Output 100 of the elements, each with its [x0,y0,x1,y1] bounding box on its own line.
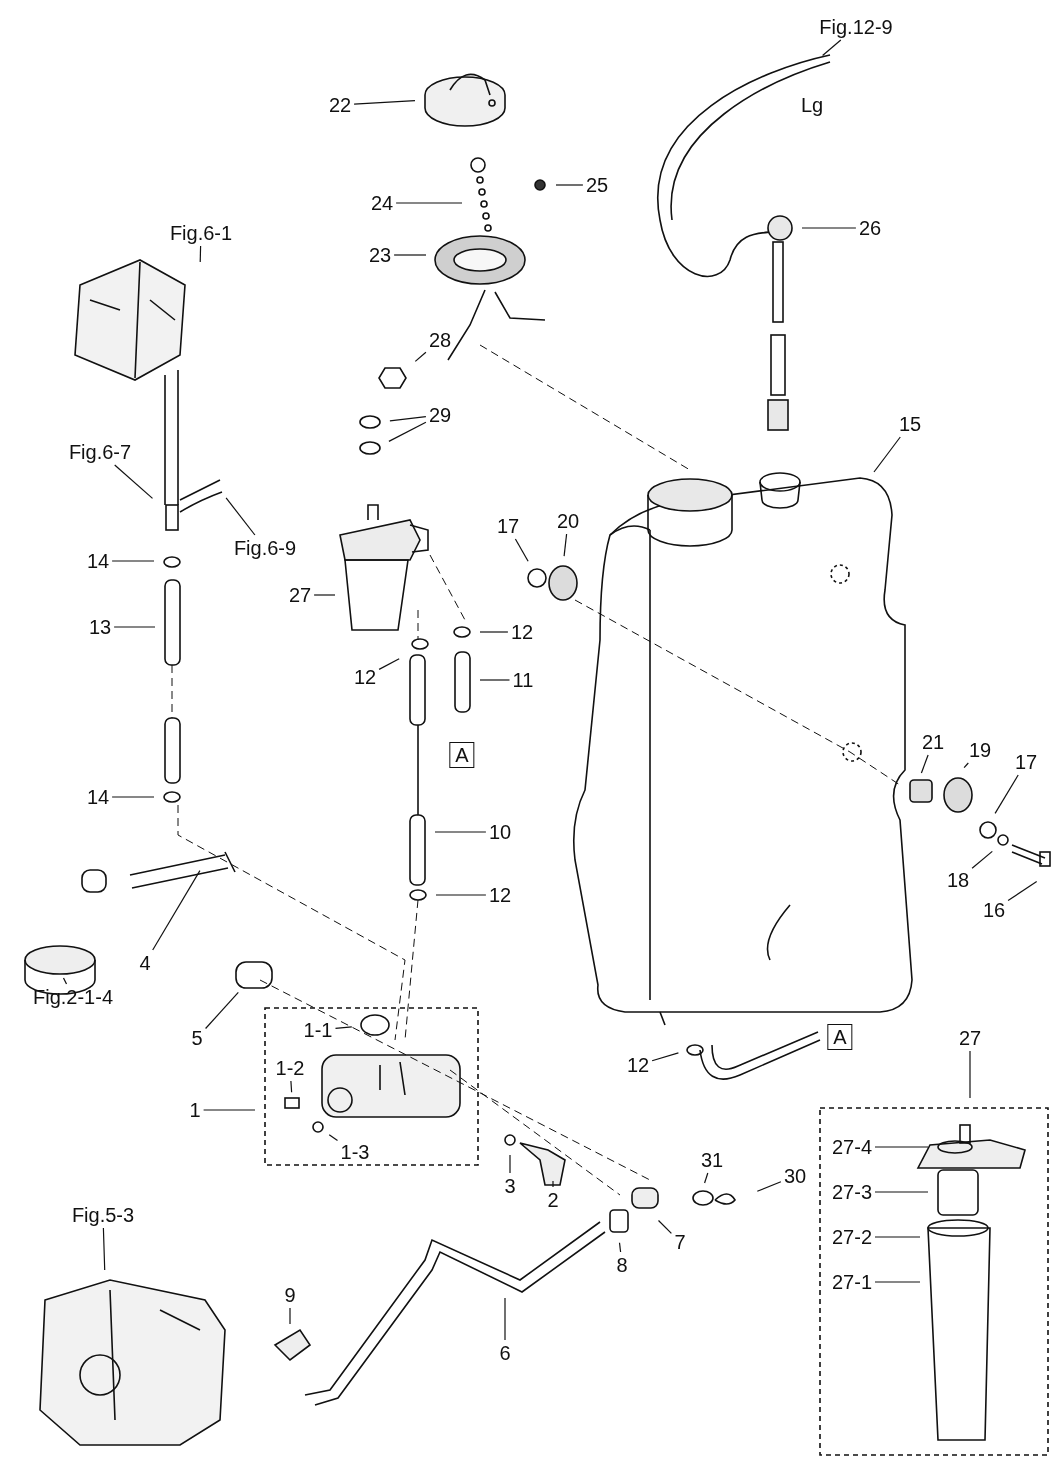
leader-line [704,1172,709,1184]
leader-line [393,254,427,256]
figure-reference: Fig.6-9 [232,537,298,559]
leader-line [414,351,427,362]
callout-number: 9 [283,1284,297,1306]
leader-line [874,1146,929,1148]
leader-line [290,1080,293,1093]
reference-tag: A [449,742,475,768]
leader-line [657,1219,672,1234]
leader-line [618,1242,622,1253]
leader-line [555,184,584,186]
callout-number: 12 [487,884,513,906]
leader-line [801,227,857,229]
leader-line [874,1281,921,1283]
leader-line [552,1180,554,1188]
leader-line [822,39,842,57]
leader-line [199,245,202,263]
leader-line [378,658,400,670]
figure-reference: Fig.6-1 [168,222,234,244]
callout-number: 28 [427,329,453,351]
leader-line [504,1297,506,1341]
leader-line [113,626,156,628]
leader-line [874,1236,921,1238]
leader-line [963,762,969,769]
callout-number: 27-4 [831,1136,873,1158]
callout-number: 16 [981,899,1007,921]
leader-line [435,894,487,896]
callout-number: 12 [352,666,378,688]
leader-line [971,850,993,869]
wire-color-code: Lg [799,94,825,116]
callout-number: 19 [967,739,993,761]
leader-line [514,538,529,562]
leader-line [1007,880,1038,902]
callout-number: 14 [85,550,111,572]
callout-number: 13 [87,616,113,638]
leader-line [205,991,239,1030]
callout-number: 18 [945,869,971,891]
leader-line [111,560,155,562]
figure-reference: Fig.6-7 [67,441,133,463]
callout-number: 1-2 [274,1057,306,1079]
leader-line [62,977,68,985]
callout-number: 23 [367,244,393,266]
leader-line [873,436,901,473]
figure-reference: Fig.12-9 [818,16,894,38]
callout-number: 25 [584,174,610,196]
leader-line [111,796,155,798]
callout-number: 27 [287,584,313,606]
leader-line [969,1050,971,1099]
leader-line [395,202,463,204]
reference-tag: A [827,1024,853,1050]
leader-line [289,1307,291,1325]
callout-number: 12 [625,1054,651,1076]
callout-number: 29 [427,404,453,426]
figure-reference: Fig.2-1-4 [32,986,114,1008]
callout-number: 22 [327,94,353,116]
leader-line [389,416,427,422]
leader-line [388,421,427,442]
callout-number: 26 [857,217,883,239]
callout-number: 1-1 [302,1019,334,1041]
leader-line [479,679,511,681]
callout-number: 4 [138,952,152,974]
callout-number: 27-2 [831,1226,873,1248]
callout-number: 1-3 [339,1141,371,1163]
callout-number: 27-1 [831,1271,873,1293]
callout-number: 27 [957,1027,983,1049]
callout-number: 7 [673,1231,687,1253]
leader-line [328,1134,339,1141]
leader-line [152,870,201,951]
callout-number: 3 [503,1175,517,1197]
leader-line [651,1052,679,1062]
leader-line [874,1191,929,1193]
leader-line [920,754,929,774]
callout-number: 11 [511,669,535,691]
callout-number: 2 [546,1189,560,1211]
leader-line [479,631,509,633]
leader-line [102,1227,106,1271]
callout-number: 10 [487,821,513,843]
callout-number: 8 [615,1254,629,1276]
leader-line [353,100,416,105]
callout-number: 17 [495,515,521,537]
leader-line [225,497,256,536]
callout-number: 15 [897,413,923,435]
leader-line [434,831,487,833]
callout-number: 30 [782,1165,808,1187]
callout-number: 17 [1013,751,1039,773]
callout-number: 12 [509,621,535,643]
leader-line [203,1109,256,1111]
callout-number: 5 [190,1027,204,1049]
callout-number: 14 [85,786,111,808]
leader-line [994,774,1019,814]
leader-line [563,533,568,557]
leader-line [509,1154,511,1174]
callout-number: 20 [555,510,581,532]
leader-line [313,594,336,596]
callout-number: 27-3 [831,1181,873,1203]
leader-line [756,1181,782,1192]
leader-line [114,464,154,499]
figure-reference: Fig.5-3 [70,1204,136,1226]
callout-number: 31 [699,1149,725,1171]
callout-number: 1 [188,1099,202,1121]
